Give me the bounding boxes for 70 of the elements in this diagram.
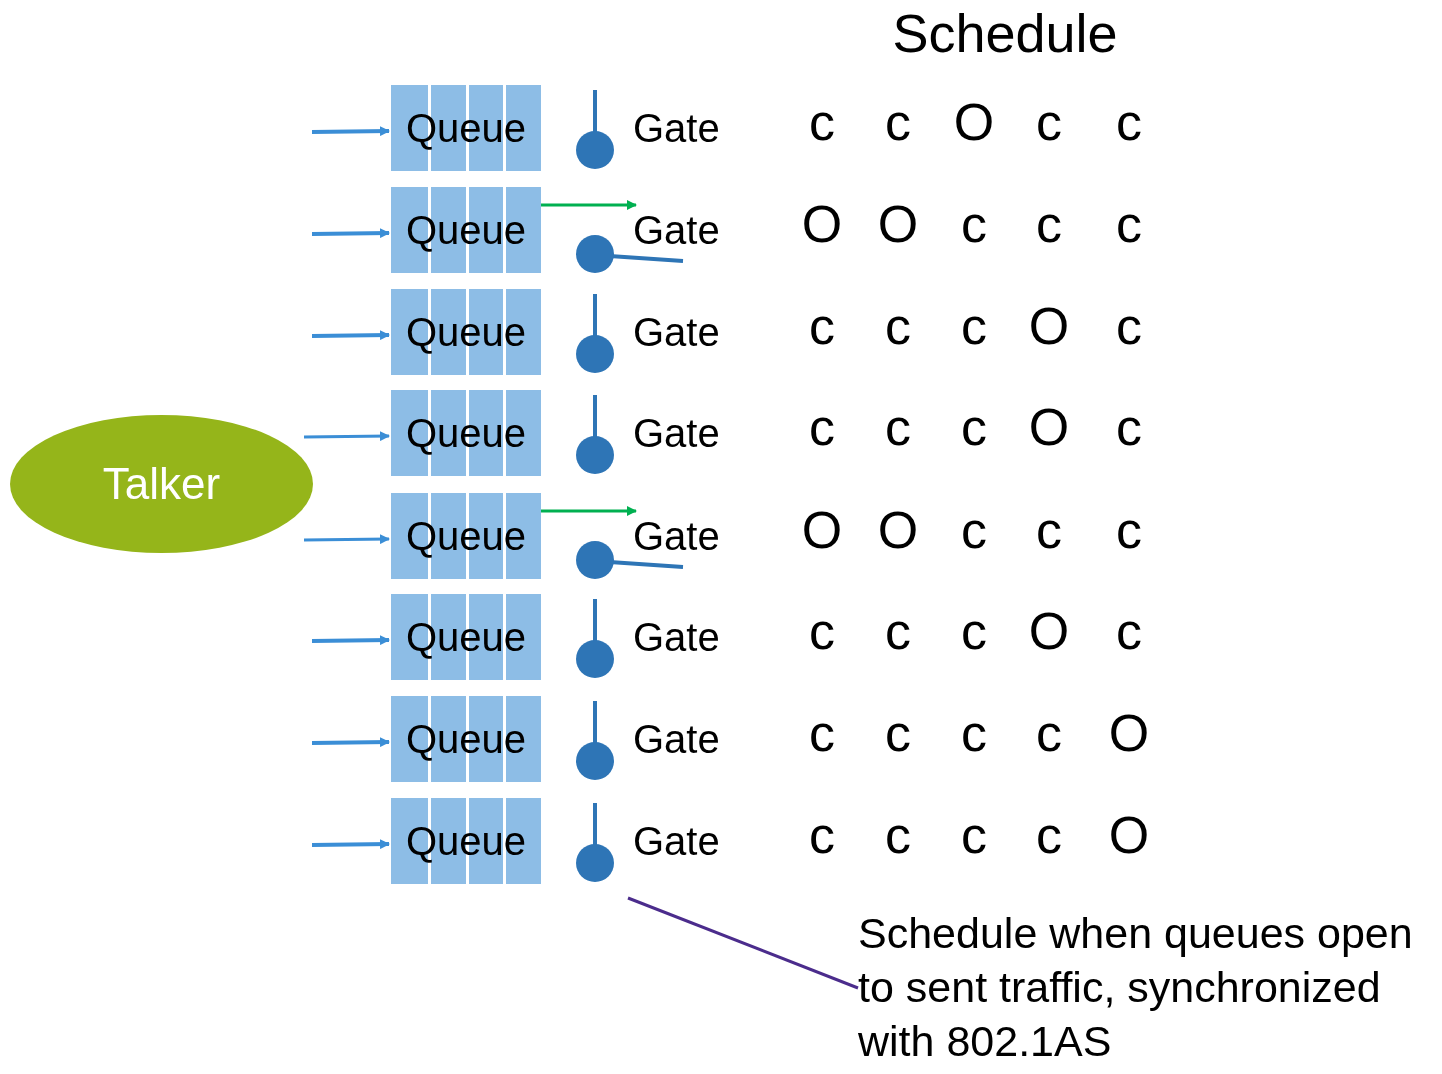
schedule-cell-text: c [960,500,988,560]
gate-label: Gate [633,310,720,354]
schedule-cell-text: c [884,601,912,661]
schedule-cell-text: c [808,296,836,356]
schedule-cell-text: c [1115,296,1143,356]
gate-label: Gate [633,514,720,558]
schedule-cell-text: c [1035,92,1063,152]
schedule-cell-text: O [1107,703,1151,763]
gate-label: Gate [633,615,720,659]
queue-box: Queue [391,390,541,476]
schedule-cell-text: c [1115,601,1143,661]
arrow [311,635,390,646]
arrow [311,228,390,239]
schedule-cell-text: c [808,601,836,661]
arrow [311,330,390,341]
schedule-cell-text: c [884,92,912,152]
schedule-cell-text: c [960,194,988,254]
schedule-cell-text: c [1115,92,1143,152]
schedule-cell-text: c [960,601,988,661]
schedule-cell-text: c [1115,500,1143,560]
schedule-cell-text: O [1107,805,1151,865]
gate-label: Gate [633,819,720,863]
schedule-cell-text: c [884,703,912,763]
queue-box: Queue [391,798,541,884]
schedule-cell-text: O [876,500,920,560]
leader-line [627,896,859,990]
arrow [304,534,390,545]
note-text: Schedule when queues open to sent traffic, synchronized with 802.1AS [858,906,1440,1068]
schedule-cell-text: c [1115,397,1143,457]
gate-label: Gate [633,717,720,761]
schedule-cell-text: O [800,194,844,254]
queue-box: Queue [391,594,541,680]
schedule-cell-text: c [960,397,988,457]
schedule-cell-text: c [1035,500,1063,560]
schedule-cell-text: c [960,296,988,356]
arrow [541,506,637,516]
schedule-cell-text: c [960,805,988,865]
schedule-cell-text: c [808,92,836,152]
schedule-cell-text: c [884,296,912,356]
gate-label: Gate [633,208,720,252]
queue-box: Queue [391,187,541,273]
schedule-cell-text: c [808,703,836,763]
arrow [311,126,390,137]
schedule-cell-text: c [884,805,912,865]
arrow [311,839,390,850]
schedule-cell-text: c [1035,194,1063,254]
queue-box: Queue [391,493,541,579]
schedule-cell-text: O [1027,296,1071,356]
schedule-cell-text: O [876,194,920,254]
arrow [311,737,390,748]
queue-box: Queue [391,696,541,782]
talker-ellipse: Talker [10,415,313,553]
schedule-cell-text: O [1027,397,1071,457]
gate-label: Gate [633,106,720,150]
schedule-cell-text: O [1027,601,1071,661]
gate-label: Gate [633,411,720,455]
schedule-cell-text: O [800,500,844,560]
arrow [541,200,637,210]
queue-box: Queue [391,289,541,375]
schedule-cell-text: c [1115,194,1143,254]
schedule-cell-text: c [960,703,988,763]
schedule-cell-text: c [808,805,836,865]
schedule-cell-text: c [808,397,836,457]
schedule-cell-text: O [952,92,996,152]
arrow [304,431,390,442]
schedule-cell-text: c [884,397,912,457]
schedule-cell-text: c [1035,703,1063,763]
schedule-cell-text: c [1035,805,1063,865]
queue-box: Queue [391,85,541,171]
table-heading: Schedule [891,2,1119,65]
